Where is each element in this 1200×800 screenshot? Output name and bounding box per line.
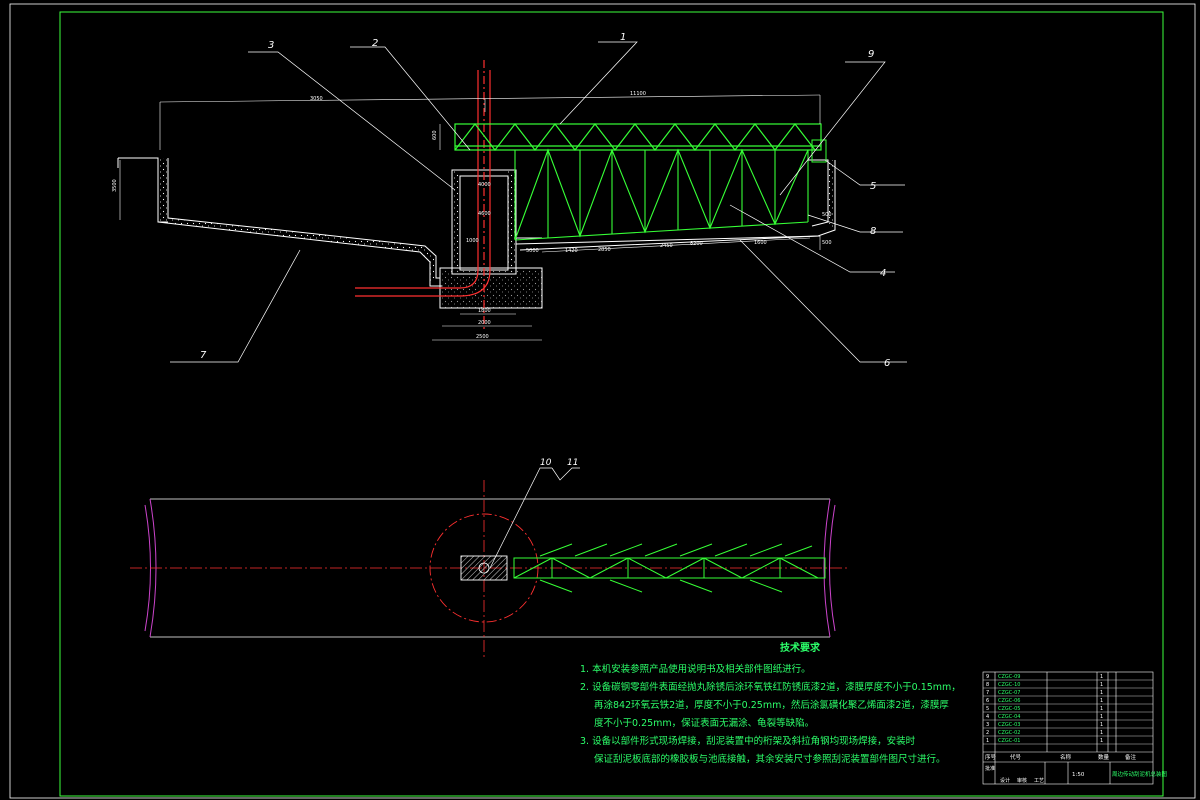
callout-3: 3 <box>268 40 274 51</box>
dim-right-1: 500 <box>822 212 832 218</box>
title-block-row-qty: 1 <box>1100 730 1103 736</box>
title-block-row-code: CZGC-03 <box>998 722 1020 728</box>
title-block-row-qty: 1 <box>1100 690 1103 696</box>
dim-top-span: 11100 <box>630 91 646 97</box>
title-block-footer: 设计 <box>1000 777 1010 784</box>
center-circle <box>429 513 539 623</box>
title-block-row-code: CZGC-02 <box>998 730 1020 736</box>
leader-lines <box>170 41 907 363</box>
dim-center-b: 4600 <box>478 211 491 217</box>
dimension-lines <box>119 94 821 341</box>
title-block-row-index: 5 <box>986 706 989 712</box>
elevation-view: 3050 11100 600 3500 4000 4600 1000 1800 … <box>112 32 907 369</box>
tb-scale: 1:50 <box>1072 772 1085 778</box>
title-block-row-qty: 1 <box>1100 738 1103 744</box>
inlet-pipe <box>355 60 491 330</box>
plan-truss <box>513 543 826 593</box>
dim-bottom-4: 1600 <box>754 240 767 246</box>
callout-1: 1 <box>620 32 626 43</box>
title-block-row-code: CZGC-10 <box>998 682 1020 688</box>
dim-pipe-1: 1000 <box>466 238 479 244</box>
dim-truss-height: 600 <box>432 130 438 140</box>
dim-tank-depth: 3500 <box>112 179 118 192</box>
dim-top-left: 3050 <box>310 96 323 102</box>
title-block-header: 数量 <box>1098 753 1110 761</box>
dim-center-c: 5000 <box>526 248 539 254</box>
callout-9: 9 <box>868 49 874 60</box>
title-block-header: 代号 <box>1010 753 1022 761</box>
drawing-frame <box>9 3 1196 799</box>
title-block-row-index: 6 <box>986 698 989 704</box>
note-item: 再涂842环氧云铁2道，厚度不小于0.25mm，然后涂氯磺化聚乙烯面漆2道，漆膜… <box>594 700 949 711</box>
callout-4: 4 <box>880 268 886 279</box>
note-item: 1. 本机安装参照产品使用说明书及相关部件图纸进行。 <box>580 664 811 675</box>
title-block-row-qty: 1 <box>1100 722 1103 728</box>
dim-bottom-3: 2450 <box>660 243 673 249</box>
note-item: 度不小于0.25mm，保证表面无漏涂、龟裂等缺陷。 <box>594 718 815 729</box>
title-block-footer: 审核 <box>1017 777 1027 784</box>
callout-10: 10 <box>540 458 552 468</box>
bridge-truss <box>454 123 822 151</box>
callout-11: 11 <box>567 458 578 468</box>
title-block-footer: 工艺 <box>1034 778 1044 784</box>
title-block-header: 名称 <box>1060 753 1072 761</box>
dim-base-mid: 2000 <box>478 320 491 326</box>
title-block-row-code: CZGC-01 <box>998 738 1020 744</box>
notes-title: 技术要求 <box>780 643 820 654</box>
note-item: 3. 设备以部件形式现场焊接，刮泥装置中的桁架及斜拉角钢均现场焊接，安装时 <box>580 736 916 747</box>
title-block-row-qty: 1 <box>1100 706 1103 712</box>
dim-bottom-1: 1420 <box>565 248 578 254</box>
note-item: 保证刮泥板底部的橡胶板与池底接触，其余安装尺寸参照刮泥装置部件图尺寸进行。 <box>594 754 946 765</box>
scraper-arm <box>514 148 809 241</box>
dim-base-inner: 1800 <box>478 308 491 314</box>
title-block-row-code: CZGC-04 <box>998 714 1020 720</box>
title-block-header: 序号 <box>985 753 997 761</box>
dim-base-outer: 2500 <box>476 334 489 340</box>
callout-8: 8 <box>870 226 876 237</box>
title-block-row-qty: 1 <box>1100 682 1103 688</box>
title-block-header: 备注 <box>1125 753 1137 761</box>
title-block-row-code: CZGC-09 <box>998 674 1020 680</box>
title-block-row-index: 4 <box>986 714 989 720</box>
center-column <box>460 555 508 581</box>
title-block-row-qty: 1 <box>1100 698 1103 704</box>
dim-right-2: 500 <box>822 240 832 246</box>
dim-pipe-2: 8200 <box>690 241 703 247</box>
title-block-row-code: CZGC-06 <box>998 698 1020 704</box>
title-block-row-qty: 1 <box>1100 714 1103 720</box>
callout-5: 5 <box>870 181 876 192</box>
title-block-row-index: 7 <box>986 690 989 696</box>
callout-2: 2 <box>372 38 378 49</box>
dim-bottom-2: 2850 <box>598 247 611 253</box>
title-block-row-index: 1 <box>986 738 989 744</box>
title-block-footer: 批准 <box>985 765 995 772</box>
title-block-row-index: 2 <box>986 730 989 736</box>
callout-7: 7 <box>200 350 207 361</box>
note-item: 2. 设备碳钢零部件表面经抛丸除锈后涂环氧铁红防锈底漆2道，漆膜厚度不小于0.1… <box>580 682 961 693</box>
dim-center-a: 4000 <box>478 182 491 188</box>
drive-unit <box>811 139 827 163</box>
technical-notes: 技术要求 1. 本机安装参照产品使用说明书及相关部件图纸进行。 2. 设备碳钢零… <box>580 642 980 771</box>
title-block-row-index: 3 <box>986 722 989 728</box>
plan-view: 10 11 <box>130 458 850 660</box>
title-block-row-index: 9 <box>986 674 989 680</box>
title-block-row-qty: 1 <box>1100 674 1103 680</box>
tank-concrete <box>158 158 436 286</box>
title-block-row-index: 8 <box>986 682 989 688</box>
callout-6: 6 <box>884 358 890 369</box>
title-block-row-code: CZGC-07 <box>998 690 1020 696</box>
tb-drawing-title: 周边传动刮泥机总装图 <box>1112 770 1168 778</box>
title-block-row-code: CZGC-05 <box>998 706 1020 712</box>
